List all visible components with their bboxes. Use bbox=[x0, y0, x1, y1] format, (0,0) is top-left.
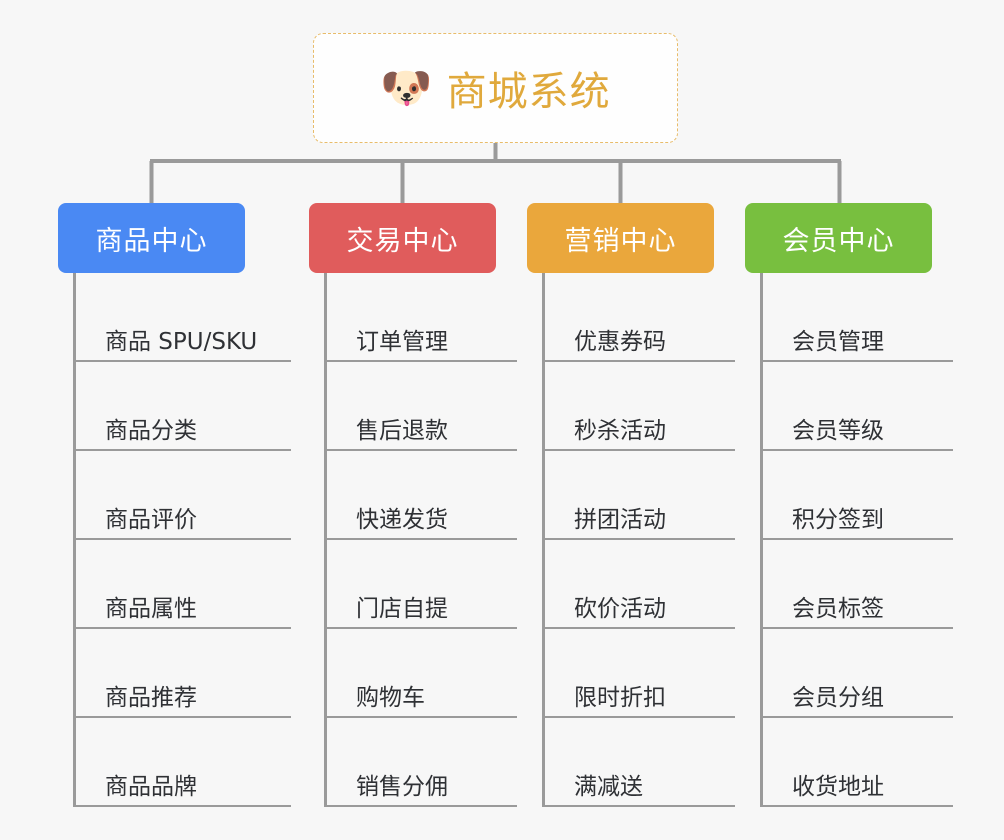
category-label: 会员中心 bbox=[782, 225, 895, 257]
leaf-item[interactable]: 秒杀活动 bbox=[542, 362, 735, 451]
leaf-label: 满减送 bbox=[574, 773, 643, 800]
leaf-item[interactable]: 收货地址 bbox=[760, 718, 953, 807]
leaf-item[interactable]: 商品 SPU/SKU bbox=[73, 273, 291, 362]
leaf-item[interactable]: 商品品牌 bbox=[73, 718, 291, 807]
leaf-label: 商品评价 bbox=[105, 506, 197, 533]
leaf-label: 商品品牌 bbox=[105, 773, 197, 800]
category-column-product-center: 商品中心商品 SPU/SKU 商品分类商品评价商品属性商品推荐商品品牌 bbox=[58, 203, 292, 807]
leaf-label: 拼团活动 bbox=[574, 506, 666, 533]
leaf-label: 会员标签 bbox=[792, 595, 884, 622]
category-card-member-center[interactable]: 会员中心 bbox=[745, 203, 932, 273]
leaf-item[interactable]: 会员分组 bbox=[760, 629, 953, 718]
category-card-trade-center[interactable]: 交易中心 bbox=[309, 203, 496, 273]
leaf-label: 积分签到 bbox=[792, 506, 884, 533]
column-spine bbox=[542, 273, 545, 807]
category-column-member-center: 会员中心会员管理会员等级积分签到会员标签会员分组收货地址 bbox=[745, 203, 954, 807]
leaf-item[interactable]: 砍价活动 bbox=[542, 540, 735, 629]
leaf-item[interactable]: 商品推荐 bbox=[73, 629, 291, 718]
leaf-list: 会员管理会员等级积分签到会员标签会员分组收货地址 bbox=[745, 273, 954, 807]
leaf-item[interactable]: 订单管理 bbox=[324, 273, 517, 362]
leaf-item[interactable]: 购物车 bbox=[324, 629, 517, 718]
category-label: 商品中心 bbox=[95, 225, 208, 257]
dog-face-icon: 🐶 bbox=[380, 63, 433, 112]
leaf-label: 秒杀活动 bbox=[574, 417, 666, 444]
column-spine bbox=[73, 273, 76, 807]
root-node[interactable]: 🐶 商城系统 bbox=[313, 33, 678, 143]
category-column-marketing-center: 营销中心优惠券码秒杀活动拼团活动砍价活动限时折扣满减送 bbox=[527, 203, 736, 807]
leaf-label: 砍价活动 bbox=[574, 595, 666, 622]
leaf-label: 订单管理 bbox=[356, 328, 448, 355]
leaf-item[interactable]: 限时折扣 bbox=[542, 629, 735, 718]
root-title: 商城系统 bbox=[446, 69, 611, 115]
leaf-item[interactable]: 门店自提 bbox=[324, 540, 517, 629]
leaf-item[interactable]: 会员管理 bbox=[760, 273, 953, 362]
leaf-label: 购物车 bbox=[356, 684, 425, 711]
leaf-item[interactable]: 商品评价 bbox=[73, 451, 291, 540]
category-card-product-center[interactable]: 商品中心 bbox=[58, 203, 245, 273]
leaf-list: 订单管理售后退款快递发货门店自提购物车销售分佣 bbox=[309, 273, 518, 807]
leaf-item[interactable]: 商品属性 bbox=[73, 540, 291, 629]
leaf-label: 快递发货 bbox=[356, 506, 448, 533]
category-card-marketing-center[interactable]: 营销中心 bbox=[527, 203, 714, 273]
leaf-list: 优惠券码秒杀活动拼团活动砍价活动限时折扣满减送 bbox=[527, 273, 736, 807]
leaf-label: 会员管理 bbox=[792, 328, 884, 355]
leaf-label: 限时折扣 bbox=[574, 684, 666, 711]
leaf-item[interactable]: 积分签到 bbox=[760, 451, 953, 540]
leaf-label: 商品 SPU/SKU bbox=[105, 328, 258, 355]
leaf-item[interactable]: 优惠券码 bbox=[542, 273, 735, 362]
leaf-item[interactable]: 会员等级 bbox=[760, 362, 953, 451]
leaf-label: 优惠券码 bbox=[574, 328, 666, 355]
leaf-item[interactable]: 快递发货 bbox=[324, 451, 517, 540]
leaf-label: 商品属性 bbox=[105, 595, 197, 622]
leaf-label: 商品推荐 bbox=[105, 684, 197, 711]
category-column-trade-center: 交易中心订单管理售后退款快递发货门店自提购物车销售分佣 bbox=[309, 203, 518, 807]
leaf-item[interactable]: 商品分类 bbox=[73, 362, 291, 451]
category-label: 交易中心 bbox=[346, 225, 459, 257]
leaf-label: 收货地址 bbox=[792, 773, 884, 800]
leaf-item[interactable]: 售后退款 bbox=[324, 362, 517, 451]
leaf-item[interactable]: 拼团活动 bbox=[542, 451, 735, 540]
column-spine bbox=[324, 273, 327, 807]
leaf-label: 销售分佣 bbox=[356, 773, 448, 800]
category-label: 营销中心 bbox=[564, 225, 677, 257]
leaf-label: 会员分组 bbox=[792, 684, 884, 711]
leaf-item[interactable]: 会员标签 bbox=[760, 540, 953, 629]
leaf-label: 门店自提 bbox=[356, 595, 448, 622]
leaf-item[interactable]: 满减送 bbox=[542, 718, 735, 807]
column-spine bbox=[760, 273, 763, 807]
leaf-label: 售后退款 bbox=[356, 417, 448, 444]
leaf-item[interactable]: 销售分佣 bbox=[324, 718, 517, 807]
leaf-label: 商品分类 bbox=[105, 417, 197, 444]
leaf-label: 会员等级 bbox=[792, 417, 884, 444]
leaf-list: 商品 SPU/SKU 商品分类商品评价商品属性商品推荐商品品牌 bbox=[58, 273, 292, 807]
